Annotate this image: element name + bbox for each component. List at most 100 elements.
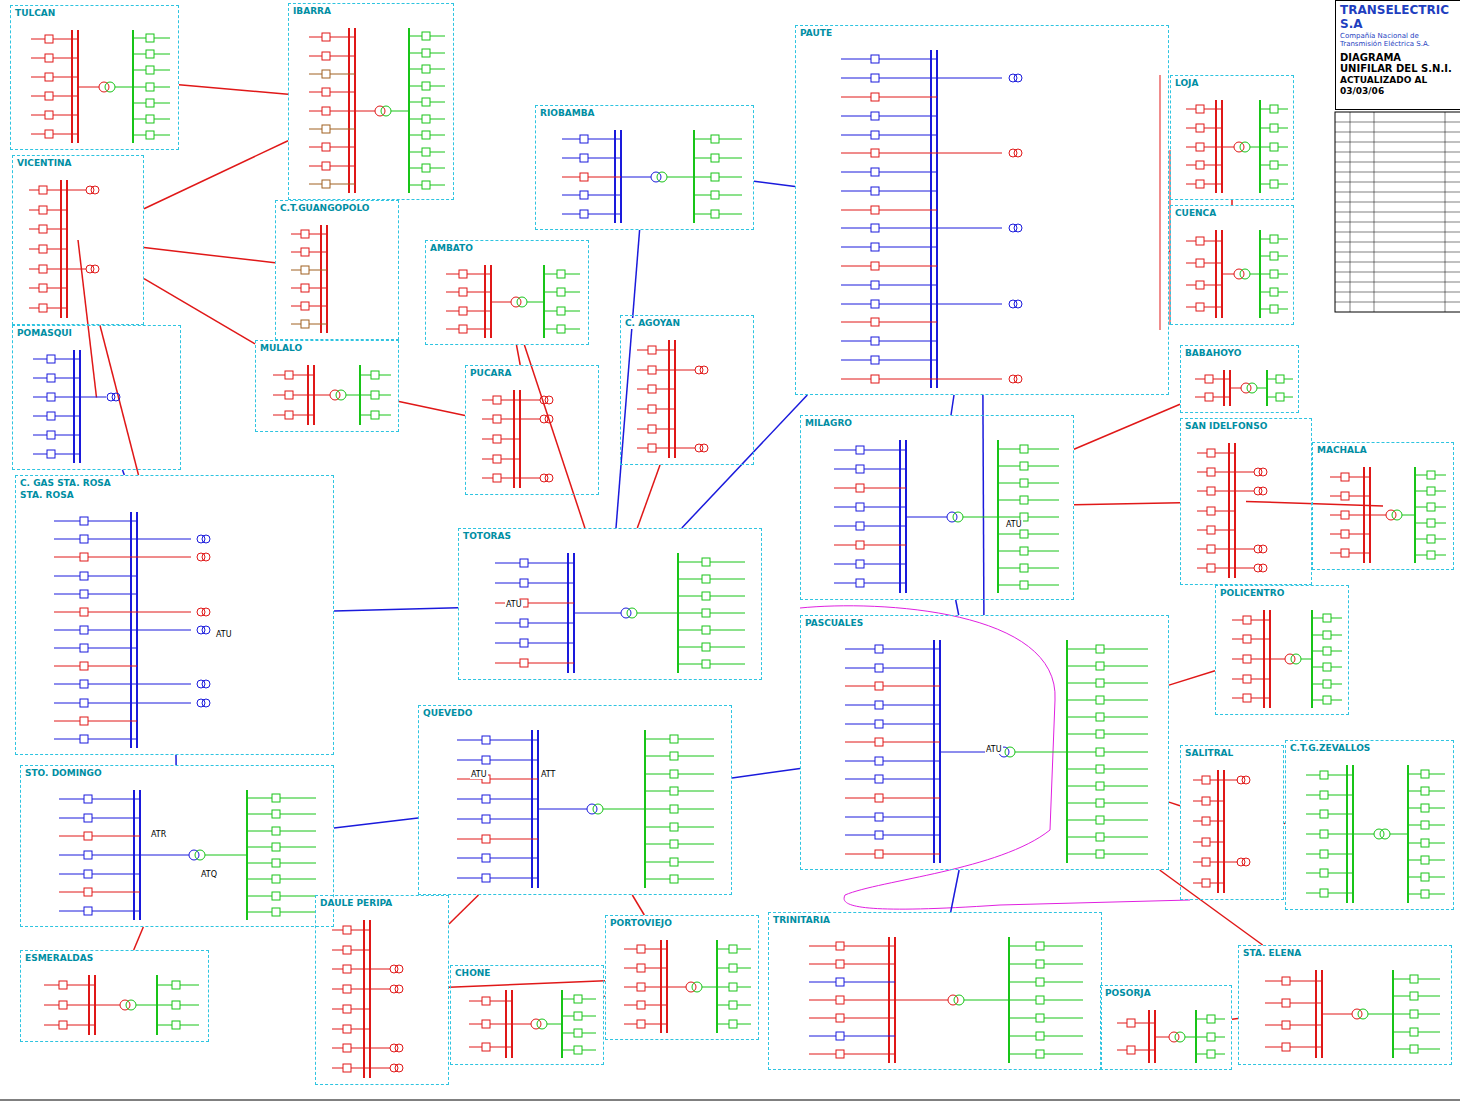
busbar-symbols [256, 341, 400, 433]
busbar-symbols [606, 916, 760, 1041]
substation-box: CHONE [450, 965, 604, 1065]
substation-name: PAUTE [798, 28, 834, 39]
busbar-symbols [796, 26, 1170, 396]
substation-name: ESMERALDAS [23, 953, 95, 964]
substation-name: C.T.G.ZEVALLOS [1288, 743, 1372, 754]
box-heading: C. GAS STA. ROSASTA. ROSA [16, 476, 333, 504]
substation-box: C. AGOYAN [620, 315, 754, 465]
substation-box: PASCUALES [800, 615, 1169, 870]
transmission-line [399, 402, 465, 416]
substation-name: BABAHOYO [1183, 348, 1243, 359]
transmission-line [175, 755, 177, 765]
transmission-line [524, 345, 585, 528]
box-heading: VICENTINA [13, 156, 143, 172]
box-heading: AMBATO [426, 241, 588, 257]
substation-name: QUEVEDO [421, 708, 474, 719]
box-heading: PUCARA [466, 366, 598, 382]
revision-table [1335, 112, 1460, 312]
busbar-symbols [1171, 76, 1295, 201]
transmission-line [1074, 503, 1180, 505]
substation-name: PORTOVIEJO [608, 918, 674, 929]
transformer-label: ATU [215, 630, 233, 639]
box-heading: ESMERALDAS [21, 951, 208, 967]
substation-name: LOJA [1173, 78, 1200, 89]
busbar-symbols [1216, 586, 1350, 716]
box-heading: PAUTE [796, 26, 1168, 42]
substation-name: C. GAS STA. ROSA [18, 478, 113, 489]
substation-box: LOJA [1170, 75, 1294, 200]
box-heading: CHONE [451, 966, 603, 982]
substation-name: VICENTINA [15, 158, 74, 169]
substation-name: MILAGRO [803, 418, 854, 429]
box-heading: TRINITARIA [769, 913, 1101, 929]
substation-box: C.T.G.ZEVALLOS [1285, 740, 1454, 910]
busbar-symbols [21, 951, 210, 1043]
substation-name: IBARRA [291, 6, 333, 17]
busbar-symbols [1181, 746, 1285, 901]
substation-box: STO. DOMINGO [20, 765, 334, 927]
title-block-text: Compañía Nacional de Transmisión Eléctri… [1338, 32, 1457, 48]
substation-name: POSORJA [1103, 988, 1153, 999]
substation-name: MACHALA [1315, 445, 1369, 456]
substation-name: SALITRAL [1183, 748, 1235, 759]
box-heading: C.T.G.ZEVALLOS [1286, 741, 1453, 757]
substation-name: TULCAN [13, 8, 57, 19]
box-heading: MACHALA [1313, 443, 1453, 459]
transmission-line [144, 279, 255, 344]
box-heading: RIOBAMBA [536, 106, 753, 122]
substation-box: PORTOVIEJO [605, 915, 759, 1040]
substation-box: SALITRAL [1180, 745, 1284, 900]
busbar-symbols [536, 106, 755, 231]
substation-box: SAN IDELFONSO [1180, 418, 1312, 585]
substation-name: CHONE [453, 968, 492, 979]
substation-name: CUENCA [1173, 208, 1218, 219]
box-heading: MILAGRO [801, 416, 1073, 432]
substation-name: RIOBAMBA [538, 108, 597, 119]
substation-name: STO. DOMINGO [23, 768, 104, 779]
busbar-symbols [276, 201, 400, 341]
busbar-symbols [11, 6, 180, 151]
substation-name: AMBATO [428, 243, 475, 254]
substation-name: PASCUALES [803, 618, 865, 629]
busbar-symbols [769, 913, 1103, 1071]
box-heading: DAULE PERIPA [316, 896, 448, 912]
substation-box: IBARRA [288, 3, 454, 200]
substation-name: MULALO [258, 343, 304, 354]
transmission-line [1169, 802, 1180, 806]
substation-box: POLICENTRO [1215, 585, 1349, 715]
busbar-symbols [419, 706, 733, 896]
transmission-line [449, 895, 479, 924]
transmission-line [1169, 671, 1215, 685]
box-heading: STO. DOMINGO [21, 766, 333, 782]
substation-name: POLICENTRO [1218, 588, 1286, 599]
transmission-line [951, 870, 959, 912]
box-heading: POLICENTRO [1216, 586, 1348, 602]
busbar-symbols [466, 366, 600, 496]
substation-name: C.T.GUANGOPOLO [278, 203, 371, 214]
substation-box: STA. ELENA [1238, 945, 1452, 1065]
box-heading: TRANSELECTRIC S.ACompañía Nacional de Tr… [1336, 1, 1460, 100]
transmission-line [334, 818, 418, 828]
substation-box: TOTORAS [458, 528, 762, 680]
substation-name: DAULE PERIPA [318, 898, 394, 909]
busbar-symbols [21, 766, 335, 928]
transformer-label: ATU [985, 745, 1003, 754]
substation-box: PAUTE [795, 25, 1169, 395]
busbar-symbols [1181, 419, 1313, 586]
substation-name: TRINITARIA [771, 915, 832, 926]
substation-name: SAN IDELFONSO [1183, 421, 1269, 432]
box-heading: SAN IDELFONSO [1181, 419, 1311, 435]
transmission-line [637, 465, 660, 528]
box-heading: PASCUALES [801, 616, 1168, 632]
transmission-line [951, 395, 954, 415]
diagram-title: DIAGRAMA UNIFILAR DEL S.N.I. [1338, 52, 1457, 74]
transformer-label: ATT [540, 770, 556, 779]
busbar-symbols [289, 4, 455, 201]
transmission-line [956, 600, 959, 615]
busbar-symbols [13, 326, 182, 471]
busbar-symbols [13, 156, 145, 326]
transformer-label: ATQ [200, 870, 218, 879]
transmission-line [754, 181, 795, 186]
transformer-label: ATR [150, 830, 167, 839]
